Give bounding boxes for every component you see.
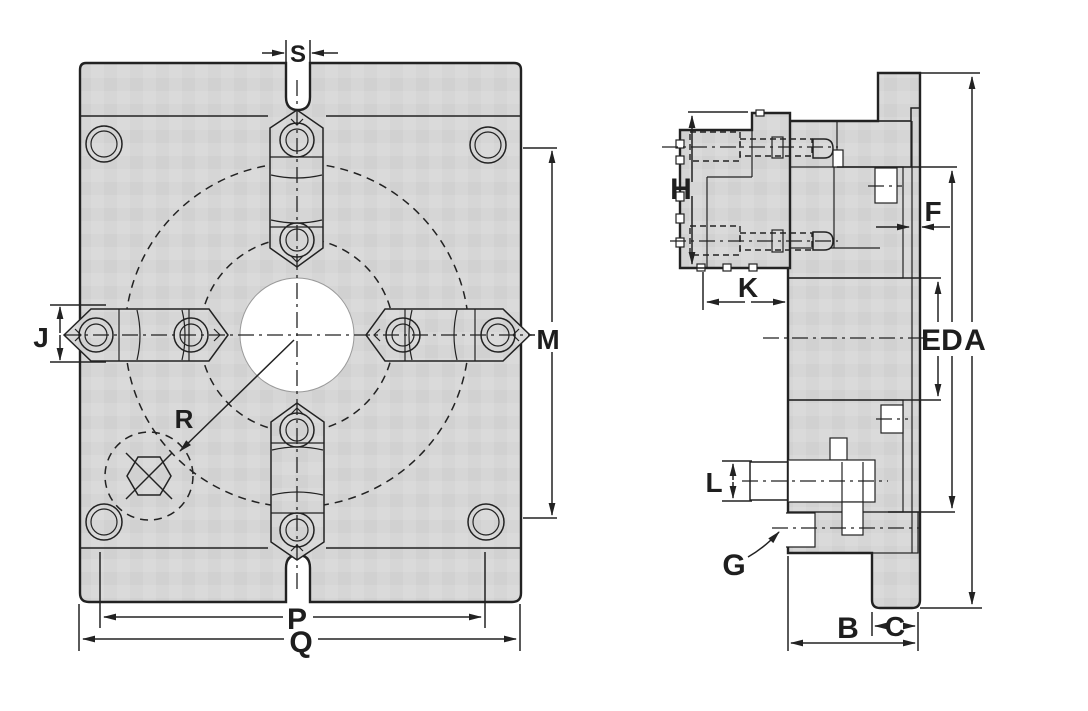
label-m: M	[536, 324, 559, 355]
label-q: Q	[289, 626, 312, 659]
tslot-relief	[832, 149, 844, 168]
side-centerlines	[742, 185, 927, 529]
label-d: D	[941, 324, 963, 357]
dimension-h	[685, 111, 748, 269]
dimension-k	[702, 272, 786, 310]
label-b: B	[837, 612, 859, 645]
label-g: G	[722, 549, 745, 582]
label-c: C	[885, 611, 905, 642]
label-f: F	[924, 196, 941, 227]
pinion-channel	[841, 501, 864, 536]
label-a: A	[964, 324, 986, 357]
dimension-p	[99, 552, 486, 628]
g-hole	[786, 512, 816, 548]
label-p: P	[287, 603, 307, 636]
section-level-lines	[788, 72, 982, 609]
dimension-m	[523, 147, 557, 519]
jaw-section-block	[675, 109, 792, 272]
key-socket	[104, 431, 194, 521]
screw-recess	[829, 437, 848, 461]
jaw-screw-lower-hidden	[670, 225, 838, 256]
dimension-l	[722, 460, 752, 502]
label-s: S	[290, 41, 306, 68]
label-k: K	[738, 272, 758, 303]
dimension-s	[262, 40, 338, 64]
dimension-r	[179, 339, 295, 452]
dimension-c	[871, 612, 916, 636]
dimension-b	[787, 556, 919, 651]
label-r: R	[175, 404, 194, 434]
dimension-q	[78, 604, 521, 651]
front-view: S J M R P	[33, 40, 560, 659]
label-h: H	[670, 173, 692, 206]
dimension-g	[747, 531, 780, 558]
label-e: E	[921, 324, 941, 357]
flange-strip-lines	[80, 115, 521, 549]
dimension-j	[50, 304, 106, 363]
label-j: J	[33, 322, 49, 353]
side-view: H K F E D A	[662, 71, 986, 651]
label-l: L	[705, 467, 722, 498]
jaw-screw-upper-hidden	[662, 131, 838, 162]
